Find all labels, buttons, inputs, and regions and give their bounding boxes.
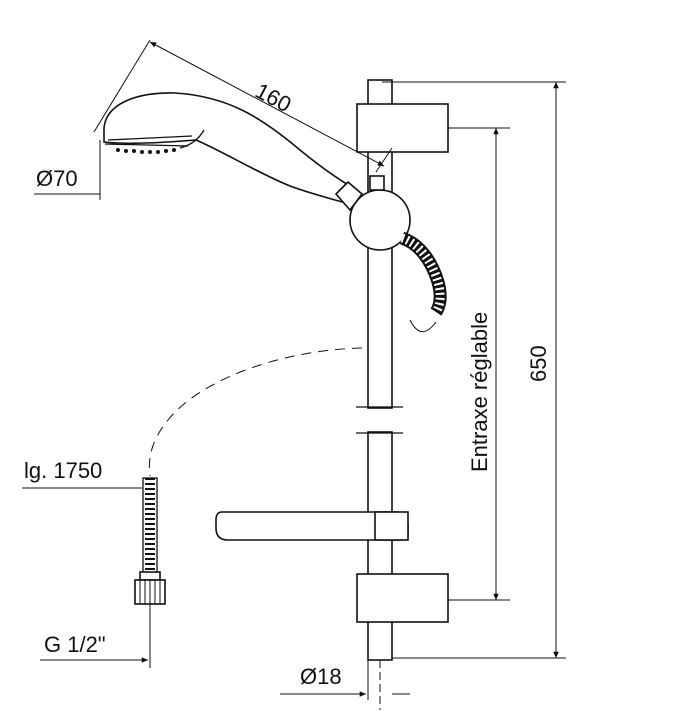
dimension-thread: G 1/2": [40, 604, 151, 668]
bottom-wall-bracket: [356, 573, 449, 623]
dimension-handset-diameter: Ø70: [34, 140, 101, 200]
adjustable-spacing-label: Entraxe réglable: [467, 312, 492, 472]
handset-holder: [349, 175, 411, 251]
hose-upper: [399, 231, 447, 333]
top-wall-bracket: [356, 103, 449, 153]
dimension-rail-diameter: Ø18: [280, 660, 410, 710]
dimension-total-height: 650: [382, 81, 566, 659]
hose-lower: [134, 477, 166, 605]
handset-diameter-label: Ø70: [36, 166, 78, 191]
total-height-label: 650: [526, 345, 551, 382]
dimension-adjustable-spacing: Entraxe réglable: [448, 127, 510, 601]
handset-length-label: 160: [251, 78, 295, 117]
soap-dish: [215, 511, 409, 541]
hose-length-label: lg. 1750: [24, 458, 102, 483]
rail-diameter-label: Ø18: [300, 664, 342, 689]
thread-label: G 1/2": [44, 632, 106, 657]
dimension-hose-length: lg. 1750: [22, 458, 142, 489]
hose-dashed-path: [148, 347, 363, 477]
spray-nozzles: [116, 148, 176, 154]
hand-shower: [103, 92, 364, 212]
